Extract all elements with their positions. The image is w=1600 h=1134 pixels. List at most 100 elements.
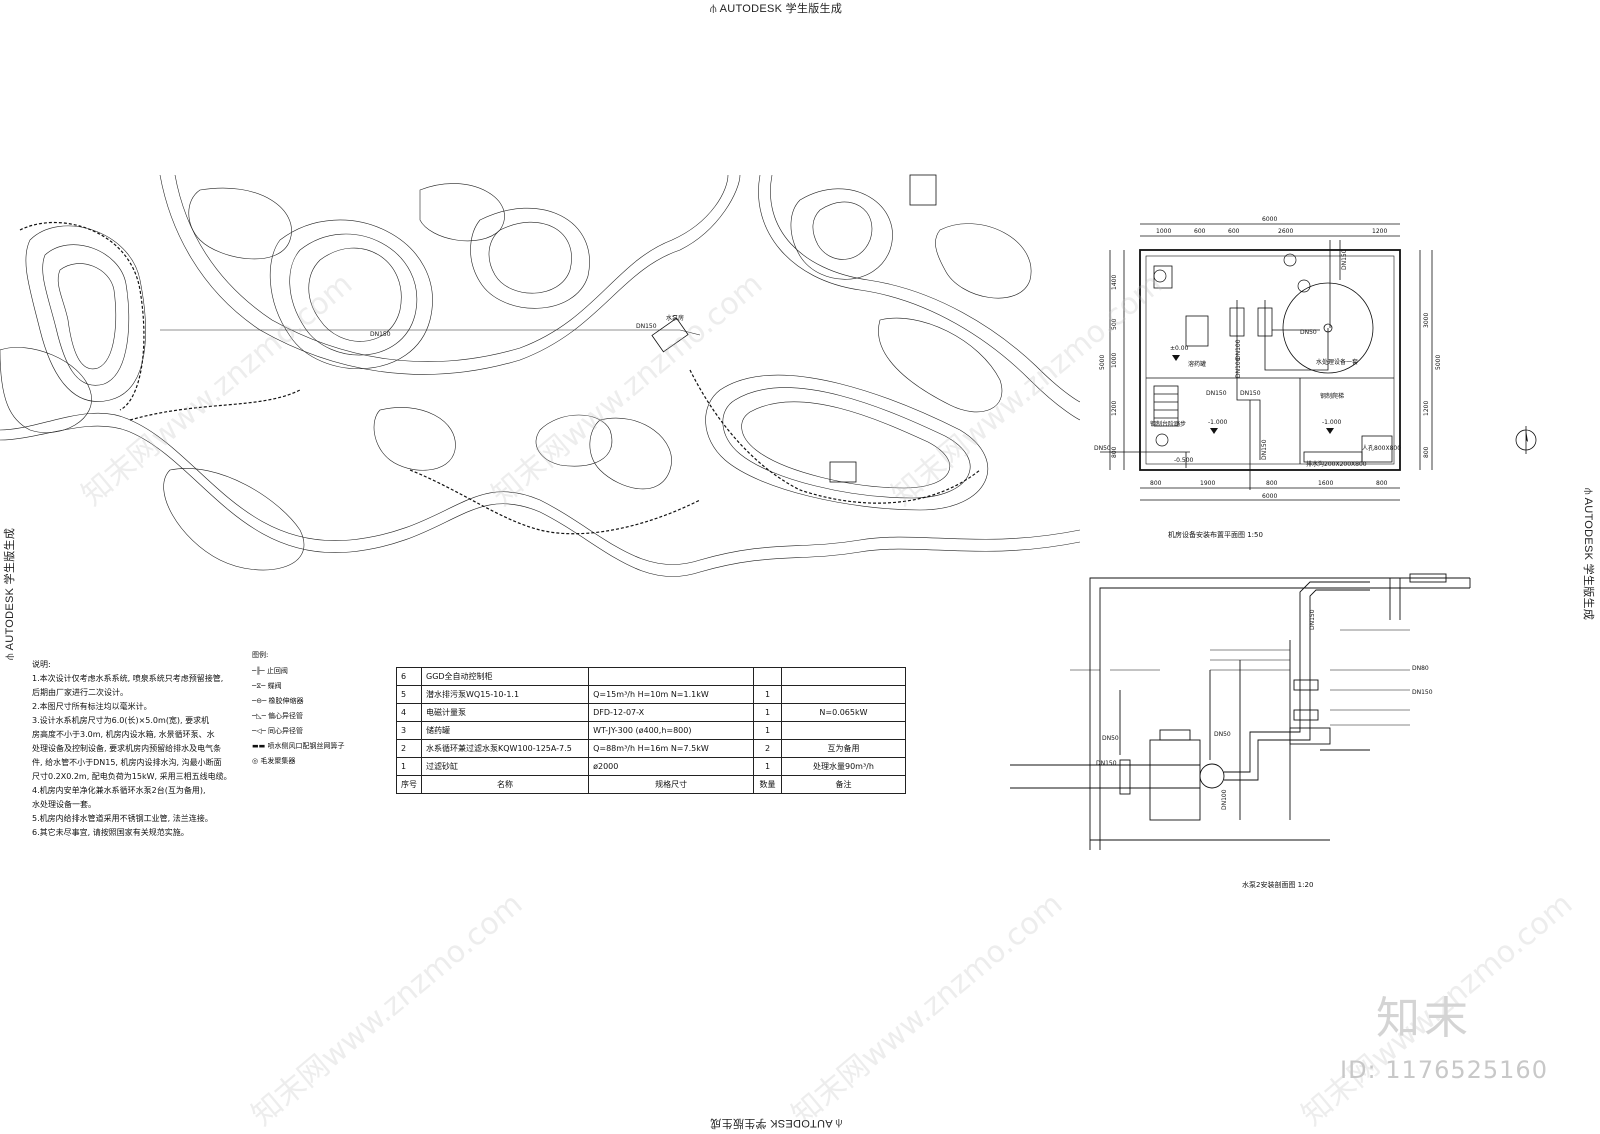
svg-text:6000: 6000 [1262, 493, 1277, 500]
svg-text:5000: 5000 [1435, 355, 1442, 370]
svg-text:1400: 1400 [1111, 275, 1118, 290]
svg-text:600: 600 [1194, 228, 1206, 235]
legend-item-rubber-joint: ─⊖─ 橡胶伸缩器 [252, 697, 304, 705]
concentric-reducer-icon: ─◁─ [252, 727, 269, 735]
pump-room-label: 水泵房 [666, 314, 684, 322]
north-arrow-icon [1515, 426, 1537, 454]
svg-text:3000: 3000 [1423, 313, 1430, 328]
table-header: 序号名称规格尺寸数量备注 [396, 775, 907, 794]
legend-heading: 图例: [252, 651, 269, 659]
svg-text:水处理设备一套: 水处理设备一套 [1316, 358, 1358, 366]
section-view-caption: 水泵2安装剖面图 1:20 [1242, 881, 1314, 889]
svg-text:800: 800 [1423, 446, 1430, 458]
notes-line: 3.设计水系机房尺寸为6.0(长)×5.0m(宽), 要求机 [32, 716, 210, 725]
notes-heading: 说明: [32, 660, 51, 669]
legend-item-concentric-reducer: ─◁─ 同心异径管 [252, 727, 304, 735]
svg-text:DN150: DN150 [1206, 390, 1227, 397]
pump-section-view: DN50 DN50 DN150 DN150 DN150 DN100 DN80 [1010, 573, 1471, 850]
notes-line: 5.机房内给排水管道采用不锈钢工业管, 法兰连接。 [32, 814, 213, 823]
svg-text:-0.500: -0.500 [1174, 457, 1194, 464]
svg-text:800: 800 [1111, 446, 1118, 458]
legend-item-eccentric-reducer: ─◺─ 偏心异径管 [252, 712, 304, 720]
hatched-block [909, 174, 937, 206]
svg-text:2600: 2600 [1278, 228, 1293, 235]
svg-text:DN100: DN100 [1221, 789, 1228, 810]
pipe-label-1: DN150 [370, 331, 391, 338]
svg-text:钢制爬梯: 钢制爬梯 [1320, 392, 1344, 400]
eccentric-reducer-icon: ─◺─ [252, 712, 269, 720]
legend-item-butterfly-valve: ─⧖─ 蝶阀 [252, 682, 282, 690]
site-contour-plan: DN150 DN150 水泵房 [0, 174, 1080, 577]
notes-line: 件, 给水管不小于DN15, 机房内设排水沟, 沟最小断面 [32, 758, 222, 767]
svg-text:±0.00: ±0.00 [1170, 345, 1189, 352]
design-notes: 说明: 1.本次设计仅考虑水系系统, 喷泉系统只考虑预留接管, 后期由厂家进行二… [32, 658, 232, 840]
svg-text:DN150: DN150 [1096, 760, 1117, 767]
legend: 图例: ─╟─ 止回阀 ─⧖─ 蝶阀 ─⊖─ 橡胶伸缩器 ─◺─ 偏心异径管 ─… [252, 650, 392, 771]
butterfly-valve-icon: ─⧖─ [252, 682, 268, 690]
svg-text:800: 800 [1266, 480, 1278, 487]
equipment-box [829, 461, 857, 483]
svg-text:800: 800 [1376, 480, 1388, 487]
rubber-joint-icon: ─⊖─ [252, 697, 269, 705]
svg-text:DN150: DN150 [1261, 439, 1268, 460]
notes-line: 水处理设备一套。 [32, 800, 96, 809]
plan-view-caption: 机房设备安装布置平面图 1:50 [1168, 531, 1263, 539]
svg-text:500: 500 [1111, 318, 1118, 330]
notes-line: 后期由厂家进行二次设计。 [32, 688, 128, 697]
svg-text:DN50: DN50 [1094, 445, 1111, 452]
svg-text:6000: 6000 [1262, 216, 1277, 223]
watermark-logo: 知末 [1376, 993, 1472, 1044]
notes-line: 6.其它未尽事宜, 请按照国家有关规范实施。 [32, 828, 189, 837]
svg-text:-1.000: -1.000 [1322, 419, 1342, 426]
autodesk-icon: ⫛ [710, 3, 720, 15]
legend-item-check-valve: ─╟─ 止回阀 [252, 667, 288, 675]
svg-text:人孔800X800: 人孔800X800 [1362, 444, 1401, 452]
hair-collector-icon: ◎ [252, 757, 261, 765]
notes-line: 房高度不小于3.0m, 机房内设水箱, 水景循环泵、水 [32, 730, 215, 739]
watermark-id: ID: 1176525160 [1340, 1056, 1548, 1084]
svg-text:DN100: DN100 [1235, 357, 1242, 378]
svg-text:600: 600 [1228, 228, 1240, 235]
autodesk-icon: ⫛ [832, 1117, 843, 1129]
notes-line: 处理设备及控制设备, 要求机房内预留给排水及电气条 [32, 744, 222, 753]
svg-text:1900: 1900 [1200, 480, 1215, 487]
banner-right: ⫛ AUTODESK 学生版生成 [1582, 488, 1594, 621]
svg-text:DN150: DN150 [1412, 689, 1433, 696]
svg-text:溶药罐: 溶药罐 [1188, 360, 1206, 368]
marker-3 [1283, 253, 1297, 267]
svg-text:5000: 5000 [1099, 355, 1106, 370]
pump-room-plan: 6000 1000 600 600 2600 1200 800 1900 800… [1094, 216, 1442, 501]
svg-text:DN100: DN100 [1235, 339, 1242, 360]
autodesk-icon: ⫛ [4, 650, 16, 660]
svg-text:排水沟200X200X800: 排水沟200X200X800 [1306, 460, 1367, 468]
svg-text:1200: 1200 [1111, 401, 1118, 416]
check-valve-icon: ─╟─ [252, 667, 267, 675]
marker-5 [1155, 433, 1169, 447]
svg-text:800: 800 [1150, 480, 1162, 487]
pipe-label-2: DN150 [636, 323, 657, 330]
svg-text:1200: 1200 [1372, 228, 1387, 235]
banner-top: ⫛ AUTODESK 学生版生成 [710, 3, 843, 15]
svg-text:DN50: DN50 [1214, 731, 1231, 738]
autodesk-icon: ⫛ [1582, 488, 1594, 498]
svg-text:1000: 1000 [1111, 353, 1118, 368]
legend-item-outlet-grate: ▬▬ 喷水侧风口配钢丝网箅子 [252, 742, 345, 750]
notes-line: 2.本图尺寸所有标注均以毫米计。 [32, 702, 152, 711]
svg-text:DN150: DN150 [1341, 249, 1348, 270]
svg-text:钢制台阶踏步: 钢制台阶踏步 [1150, 420, 1186, 428]
svg-text:-1.000: -1.000 [1208, 419, 1228, 426]
legend-item-hair-collector: ◎ 毛发聚集器 [252, 757, 296, 765]
notes-line: 尺寸0.2X0.2m, 配电负荷为15kW, 采用三相五线电缆。 [32, 772, 232, 781]
svg-text:1600: 1600 [1318, 480, 1333, 487]
svg-text:DN150: DN150 [1240, 390, 1261, 397]
svg-text:DN150: DN150 [1309, 609, 1316, 630]
notes-line: 4.机房内安单净化兼水系循环水泵2台(互为备用), [32, 786, 206, 795]
svg-text:1000: 1000 [1156, 228, 1171, 235]
